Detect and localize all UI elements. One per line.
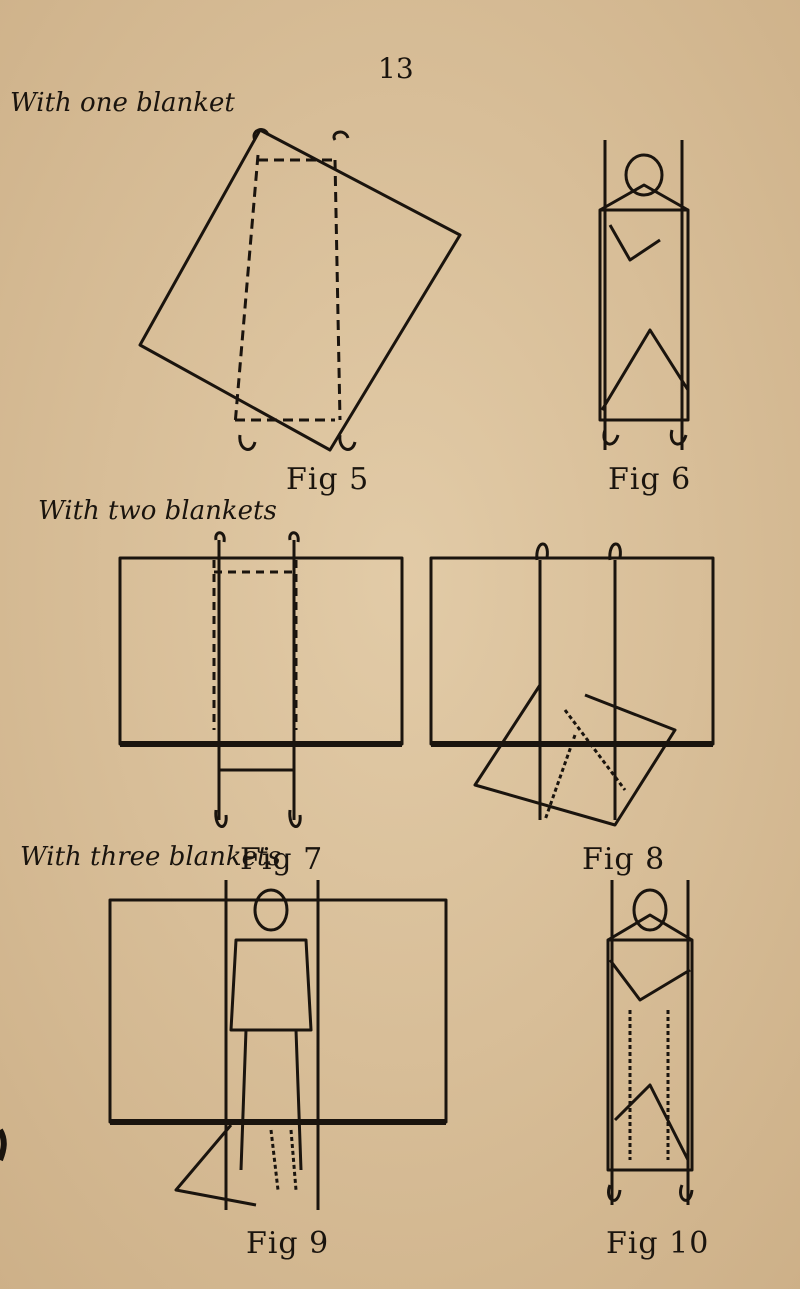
heading-one-blanket: With one blanket	[10, 88, 235, 118]
fig9-illustration	[108, 880, 448, 1210]
fig5-caption: Fig 5	[286, 462, 370, 497]
fig10-illustration	[606, 880, 694, 1205]
fig10-caption: Fig 10	[606, 1226, 710, 1261]
fig7-illustration	[118, 531, 404, 828]
page-number: 13	[378, 52, 414, 85]
fig6-caption: Fig 6	[608, 462, 692, 497]
fig9-caption: Fig 9	[246, 1226, 330, 1261]
heading-two-blankets: With two blankets	[38, 496, 277, 526]
fig8-illustration	[429, 542, 715, 827]
fig6-illustration	[598, 140, 690, 450]
fig7-caption: Fig 7	[240, 842, 324, 877]
fig8-caption: Fig 8	[582, 842, 666, 877]
fig5-illustration	[138, 128, 462, 452]
heading-three-blankets: With three blankets	[20, 842, 281, 872]
